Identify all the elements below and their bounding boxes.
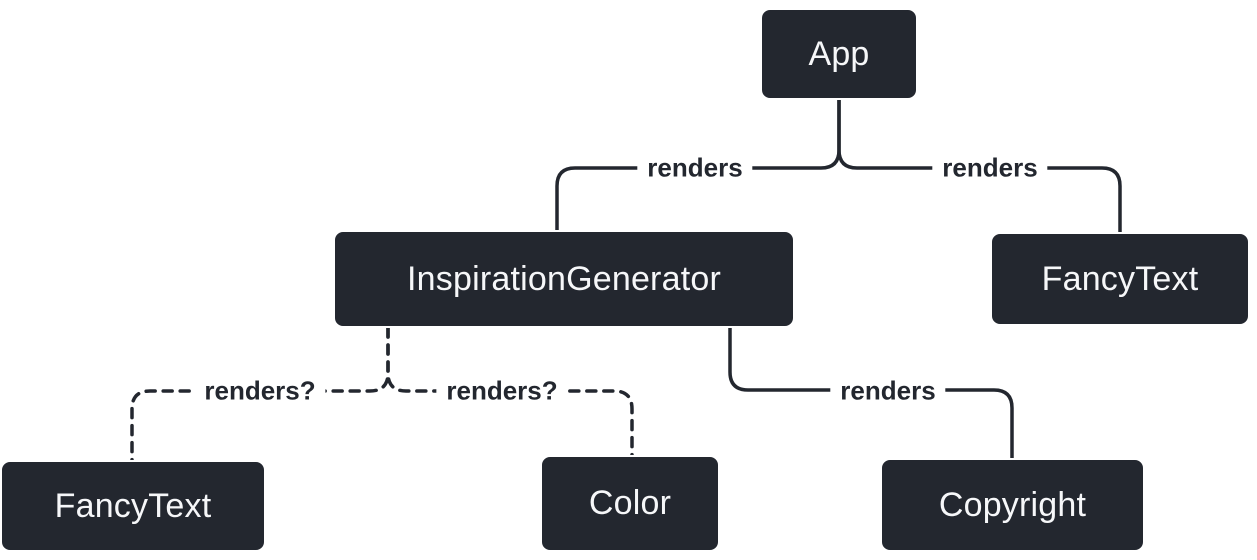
- edge-label-renders-app-fancytext: renders: [932, 154, 1048, 183]
- node-fancytext-bottom: FancyText: [0, 460, 266, 552]
- node-copyright-label: Copyright: [938, 485, 1087, 524]
- node-copyright: Copyright: [880, 458, 1145, 552]
- node-color: Color: [540, 455, 720, 552]
- node-fancytext-bottom-label: FancyText: [54, 486, 212, 525]
- node-app: App: [760, 8, 918, 100]
- node-fancytext-top: FancyText: [990, 232, 1250, 326]
- node-app-label: App: [808, 34, 870, 73]
- node-color-label: Color: [588, 484, 672, 522]
- node-fancytext-top-label: FancyText: [1041, 259, 1199, 298]
- edge-label-renders-copyright: renders: [830, 377, 946, 406]
- edge-label-renders-app-inspirationgenerator: renders: [637, 154, 753, 183]
- node-inspiration-generator-label: InspirationGenerator: [407, 259, 721, 298]
- edge-label-renders-question-color: renders?: [436, 377, 568, 406]
- edge-label-renders-question-fancytext: renders?: [194, 377, 326, 406]
- node-inspiration-generator: InspirationGenerator: [333, 230, 795, 328]
